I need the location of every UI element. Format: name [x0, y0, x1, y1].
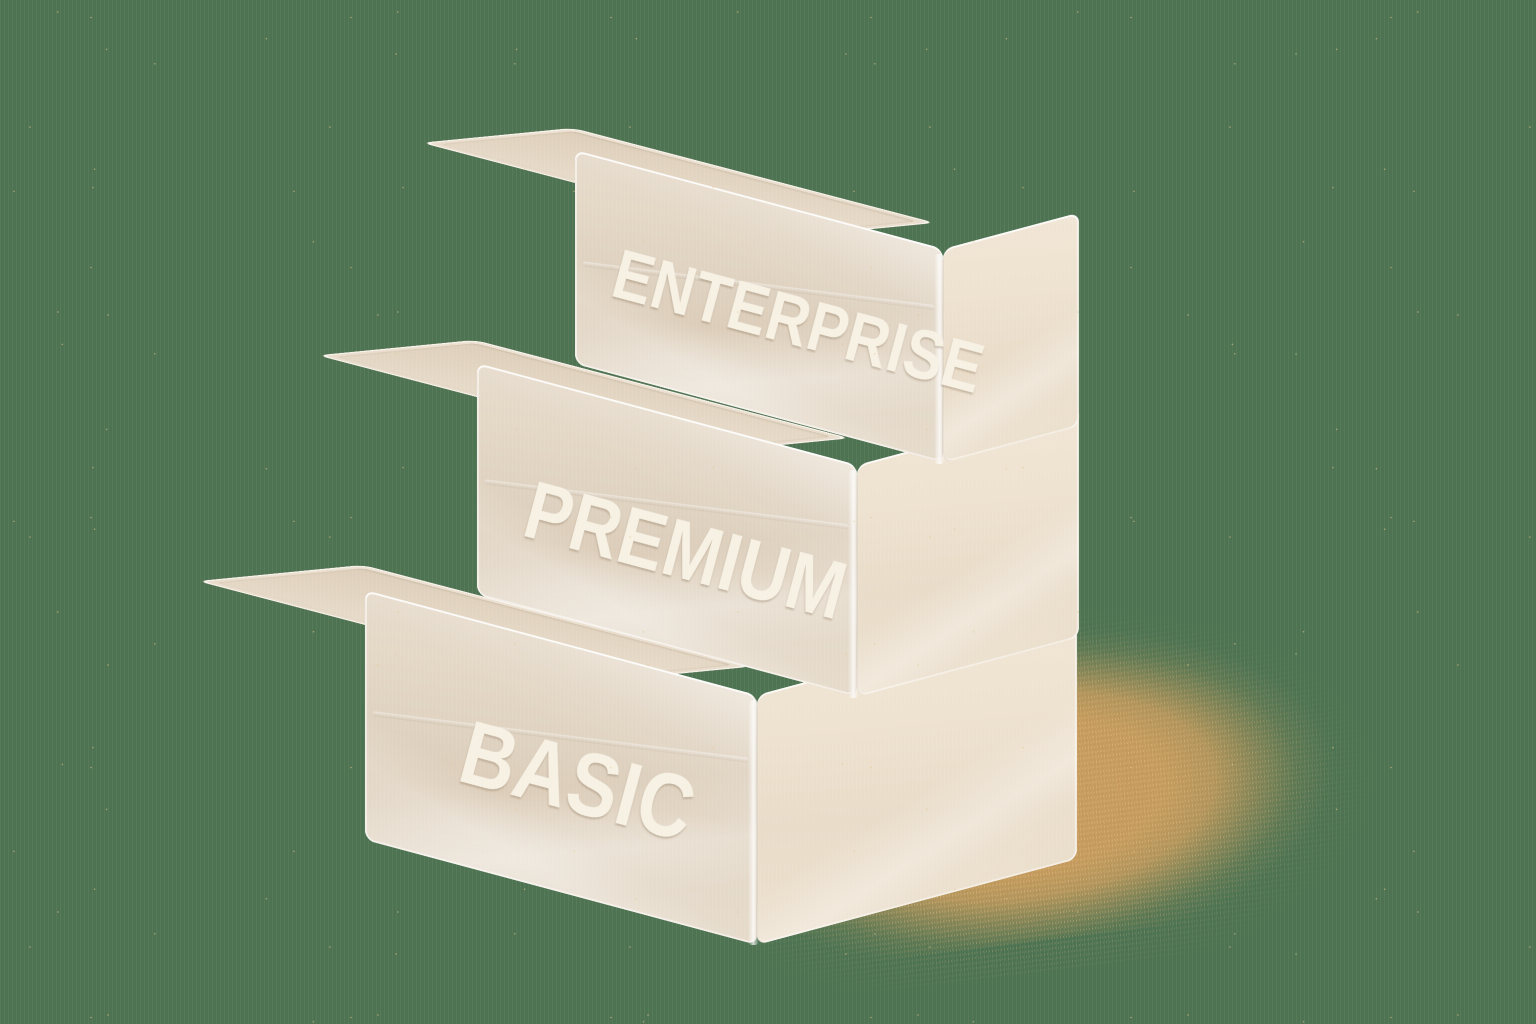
tier-box-enterprise[interactable]: ENTERPRISE [0, 0, 1536, 1024]
scene-stage: BASIC PREMIUM ENTERPRI [0, 0, 1536, 1024]
